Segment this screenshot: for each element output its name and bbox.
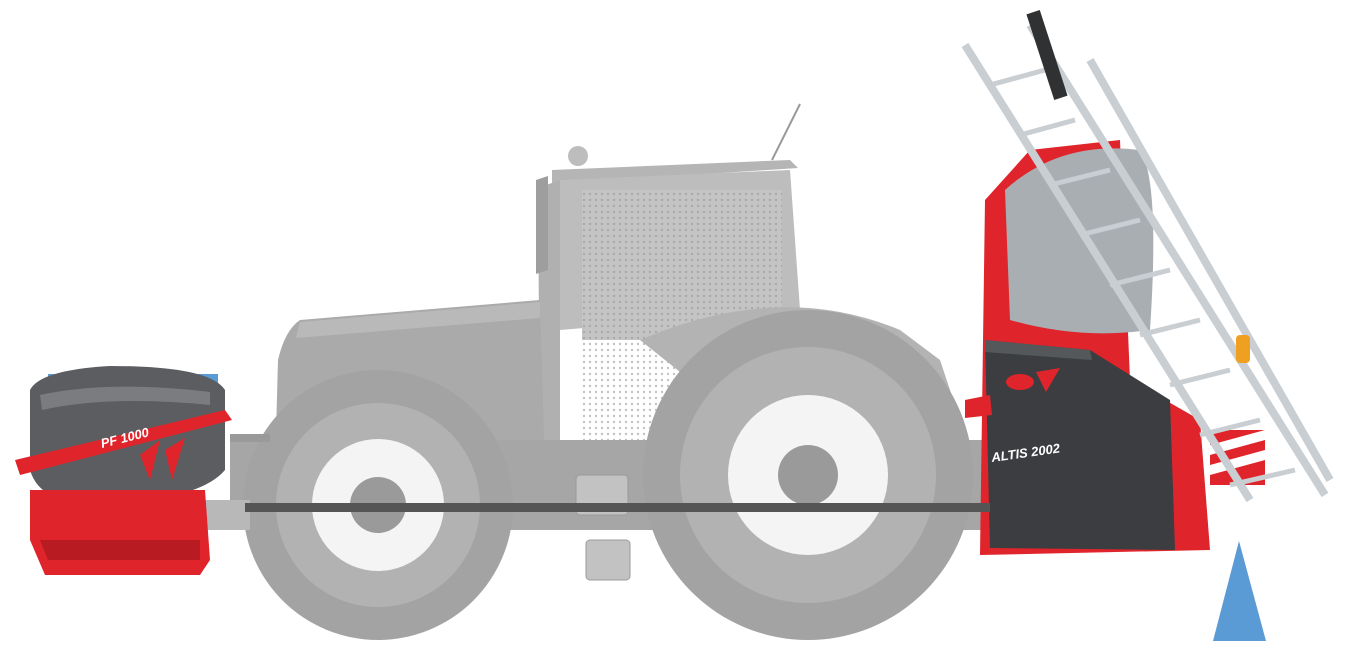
front-hitch xyxy=(205,500,250,530)
boom-cylinder xyxy=(1026,10,1067,100)
front-tank-base-shadow xyxy=(40,540,200,560)
tractor xyxy=(205,104,990,640)
boom-accent-orange xyxy=(1236,335,1250,363)
rear-wheel xyxy=(643,310,973,640)
step-lower xyxy=(586,540,630,580)
wheelbase-bar xyxy=(245,503,990,512)
mirror xyxy=(536,176,548,274)
blue-triangle-marker-icon xyxy=(1213,541,1266,641)
rear-sprayer-panel xyxy=(985,340,1175,550)
front-tank-base xyxy=(30,490,210,575)
rear-sprayer-hitch xyxy=(965,395,992,418)
antenna xyxy=(772,104,800,160)
beacon-light xyxy=(568,146,588,166)
rear-sprayer: ALTIS 2002 xyxy=(965,10,1330,555)
front-tank-linkage xyxy=(230,434,270,442)
